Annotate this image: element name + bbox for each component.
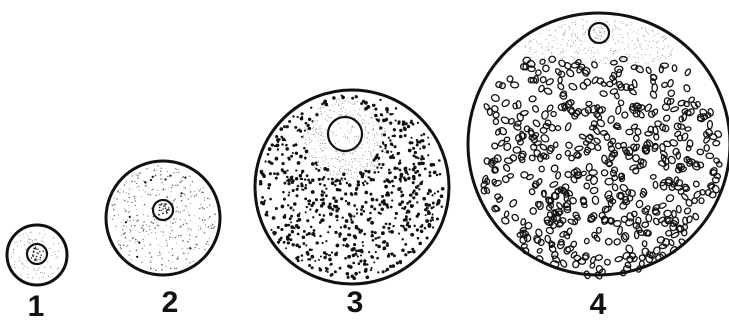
cell-stage-3 <box>255 90 449 284</box>
cell-stage-4 <box>468 13 729 280</box>
cell-stage-1 <box>7 225 67 285</box>
nucleus <box>589 23 609 43</box>
stage-label-2: 2 <box>162 288 179 318</box>
nucleus <box>27 244 47 264</box>
cell-stage-2 <box>106 161 220 275</box>
nucleus <box>153 200 173 220</box>
stage-label-4: 4 <box>590 290 607 320</box>
stage-label-1: 1 <box>28 292 45 322</box>
stage-label-3: 3 <box>347 288 364 318</box>
